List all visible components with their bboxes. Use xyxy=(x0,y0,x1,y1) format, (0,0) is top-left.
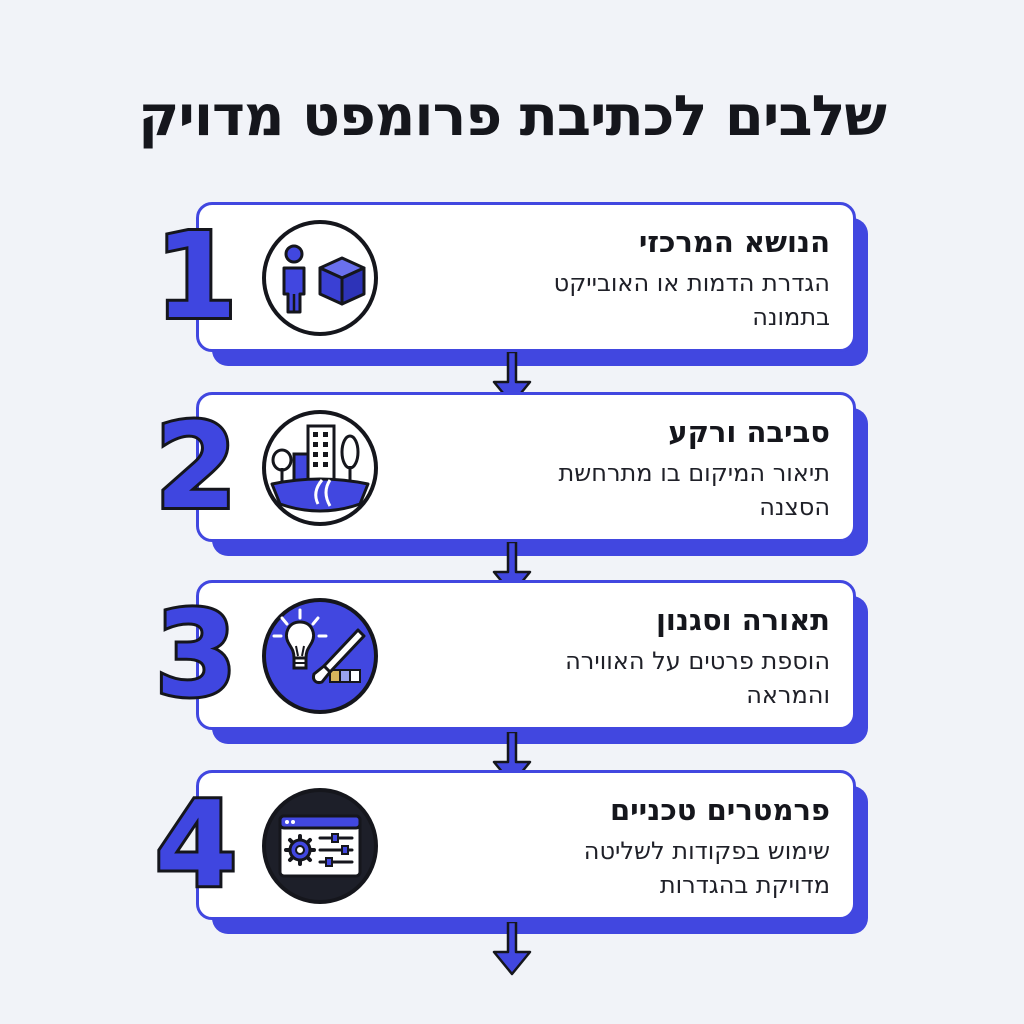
step-description-line: מדויקת בהגדרות xyxy=(659,871,830,899)
person-cube-icon xyxy=(260,218,380,338)
step-2: 2 סביבה ורקע תיאור המיקום בו מתר xyxy=(0,392,1024,556)
step-description: הוספת פרטים על האווירה והמראה xyxy=(440,644,830,712)
page-title: שלבים לכתיבת פרומפט מדויק xyxy=(138,84,887,149)
step-number: 3 xyxy=(152,585,240,723)
step-description-line: תיאור המיקום בו מתרחשת xyxy=(558,459,831,487)
step-description-line: הגדרת הדמות או האובייקט xyxy=(553,269,830,297)
step-title: פרמטרים טכניים xyxy=(609,793,830,827)
step-1: 1 הנושא המרכזי הגדרת הדמות או האובייקט ב… xyxy=(0,202,1024,366)
step-text: תאורה וסגנון הוספת פרטים על האווירה והמר… xyxy=(440,600,830,712)
step-description-line: שימוש בפקודות לשליטה xyxy=(583,837,830,865)
step-title: הנושא המרכזי xyxy=(638,225,830,259)
city-landscape-icon xyxy=(260,408,380,528)
step-4: 4 xyxy=(0,770,1024,934)
step-title: סביבה ורקע xyxy=(668,415,830,449)
step-number: 2 xyxy=(152,397,240,535)
lightbulb-brush-icon xyxy=(260,596,380,716)
step-description: הגדרת הדמות או האובייקט בתמונה xyxy=(440,266,830,334)
step-description-line: בתמונה xyxy=(752,303,830,331)
step-3: 3 תאורה וסגנון xyxy=(0,580,1024,744)
step-description: שימוש בפקודות לשליטה מדויקת בהגדרות xyxy=(440,834,830,902)
step-description-line: הוספת פרטים על האווירה xyxy=(565,647,830,675)
step-text: סביבה ורקע תיאור המיקום בו מתרחשת הסצנה xyxy=(440,412,831,524)
step-description: תיאור המיקום בו מתרחשת הסצנה xyxy=(440,456,831,524)
down-arrow-icon xyxy=(490,922,534,976)
step-number: 4 xyxy=(152,775,240,913)
step-description-line: והמראה xyxy=(746,681,830,709)
settings-window-icon xyxy=(260,786,380,906)
step-title: תאורה וסגנון xyxy=(655,603,830,637)
step-description-line: הסצנה xyxy=(759,493,830,521)
step-number: 1 xyxy=(152,207,240,345)
step-text: פרמטרים טכניים שימוש בפקודות לשליטה מדוי… xyxy=(440,790,830,902)
step-text: הנושא המרכזי הגדרת הדמות או האובייקט בתמ… xyxy=(440,222,830,334)
